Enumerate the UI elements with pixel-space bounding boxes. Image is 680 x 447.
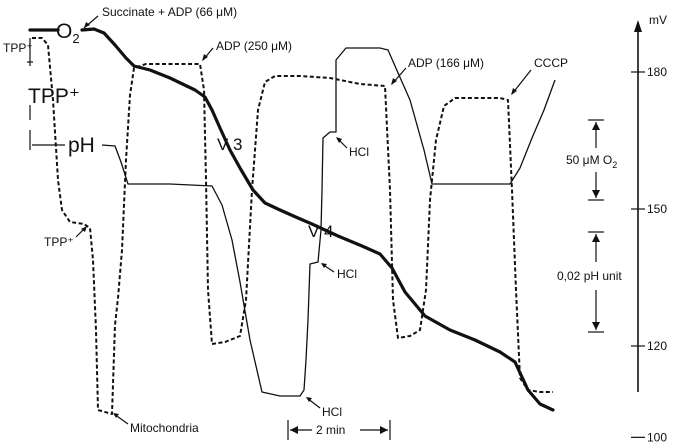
ph-label: pH [68,134,95,157]
annotation-hcl-3: HCl [322,405,342,419]
annotation-tpp: TPP⁺ [44,235,74,249]
mv-tick-label-180: 180 [647,65,667,79]
tpp-trace [32,37,553,415]
annotation-hcl-2: HCl [337,267,357,281]
ph-trace [32,47,556,397]
o2-trace [28,27,555,412]
tpp-marker-label: TPP⁺ [3,41,33,55]
mv-tick-label-120: 120 [647,339,667,353]
mv-tick-label-100: 100 [647,430,667,442]
oxygen-scale-label: 50 μM O2 [566,153,617,170]
annotation-mitochondria: Mitochondria [130,421,199,435]
o2-label: O2 [56,20,80,46]
ph-scale-label: 0,02 pH unit [557,269,622,283]
annotation-adp-250: ADP (250 μM) [216,39,292,53]
time-scale-bar: 2 min [287,420,391,440]
ph-scale-bar: 0,02 pH unit [557,231,622,333]
mv-axis-unit: mV [649,13,667,27]
oxygen-scale-bar: 50 μM O2 [566,119,617,201]
tpp-label: TPP⁺ [28,85,80,108]
annotation-succinate: Succinate + ADP (66 μM) [102,5,237,19]
annotation-adp-166: ADP (166 μM) [408,56,484,70]
annotation-hcl-1: HCl [349,145,369,159]
time-scale-label: 2 min [316,423,345,437]
mv-axis: mV 180 150 120 100 [631,13,667,444]
annotation-cccp: CCCP [534,56,568,70]
annotation-v4: V 4 [308,222,334,241]
mv-tick-label-150: 150 [647,202,667,216]
annotation-v3: V 3 [217,135,243,154]
